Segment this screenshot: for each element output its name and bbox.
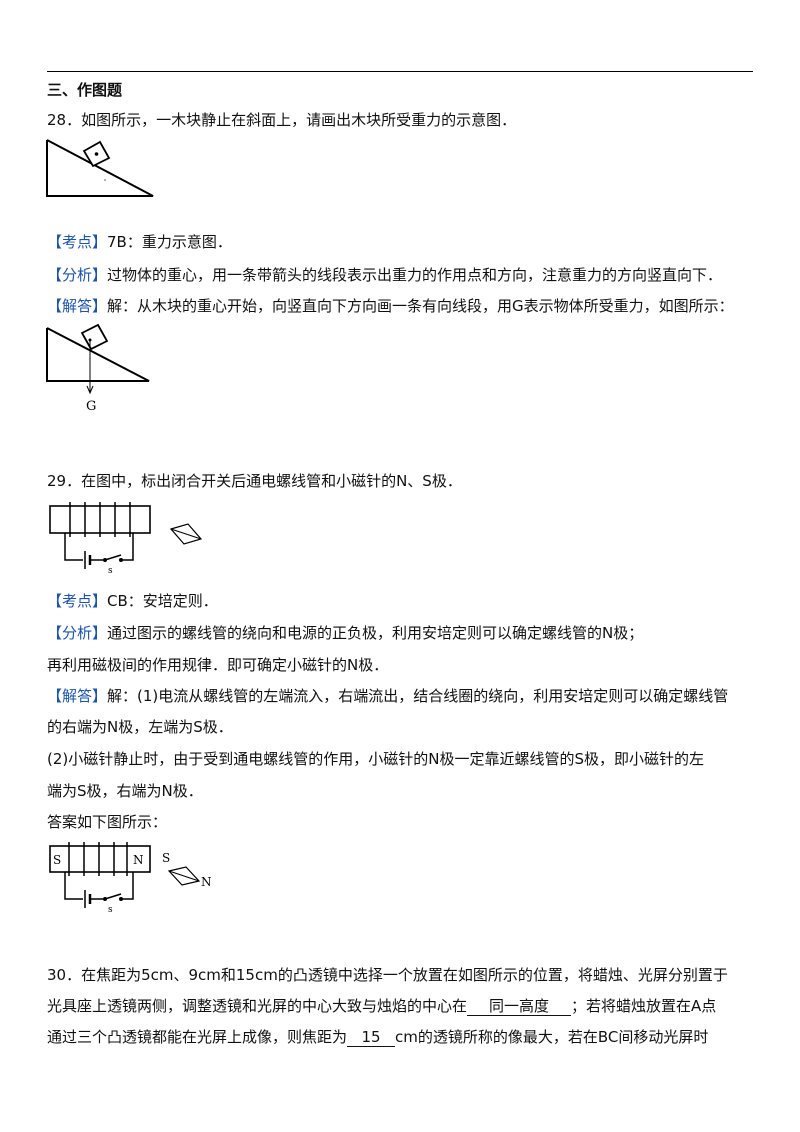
solenoid-n-label: N xyxy=(133,853,144,867)
incline-triangle xyxy=(46,327,150,382)
kaodian-tag: 【考点】 xyxy=(47,233,108,251)
gravity-arrow-head xyxy=(86,385,94,395)
q29-fenxi-1: 【分析】通过图示的螺线管的绕向和电源的正负极，利用安培定则可以确定螺线管的N极； xyxy=(47,624,644,642)
answer-blank-1: 同一高度 xyxy=(467,997,572,1016)
fenxi-tag: 【分析】 xyxy=(47,624,108,642)
q28-incline-figure xyxy=(46,139,154,197)
needle-n-label: N xyxy=(201,875,212,889)
q29-question: 29．在图中，标出闭合开关后通电螺线管和小磁针的N、S极． xyxy=(47,472,462,490)
q28-jieda: 【解答】解：从木块的重心开始，向竖直向下方向画一条有向线段，用G表示物体所受重力… xyxy=(47,297,734,315)
q29-jieda-3: (2)小磁针静止时，由于受到通电螺线管的作用，小磁针的N极一定靠近螺线管的S极，… xyxy=(47,750,704,768)
wood-block xyxy=(80,323,109,351)
jieda-tag: 【解答】 xyxy=(47,297,108,315)
dot-mark xyxy=(104,179,106,181)
section-title: 三、作图题 xyxy=(47,81,123,99)
fenxi-tag: 【分析】 xyxy=(47,266,108,284)
switch-arm xyxy=(104,554,122,561)
q30-line-2: 光具座上透镜两侧，调整透镜和光屏的中心大致与烛焰的中心在同一高度；若将蜡烛放置在… xyxy=(47,997,717,1016)
solenoid-body xyxy=(49,845,151,873)
q29-jieda-1: 【解答】解：(1)电流从螺线管的左端流入，右端流出，结合线圈的绕向，利用安培定则… xyxy=(47,687,729,705)
q30-line-1: 30．在焦距为5cm、9cm和15cm的凸透镜中选择一个放置在如图所示的位置，将… xyxy=(47,966,728,984)
solenoid-s-label: S xyxy=(53,853,61,867)
switch-label: s xyxy=(108,905,113,915)
q29-jieda-2: 的右端为N极，左端为S极． xyxy=(47,718,233,736)
circuit-wire xyxy=(64,533,83,561)
q29-fenxi-2: 再利用磁极间的作用规律．即可确定小磁针的N极． xyxy=(47,656,389,674)
q29-jieda-4: 端为S极，右端为N极． xyxy=(47,782,203,800)
q28-kaodian: 【考点】7B：重力示意图． xyxy=(47,233,232,251)
block-center xyxy=(94,152,99,156)
switch-arm xyxy=(104,893,122,900)
q29-answer-figure: S N s S N xyxy=(49,842,212,915)
header-rule xyxy=(47,71,753,72)
answer-blank-2: 15 xyxy=(347,1028,396,1047)
kaodian-tag: 【考点】 xyxy=(47,592,108,610)
q28-answer-figure: G xyxy=(46,323,150,414)
block-center xyxy=(88,338,92,342)
q28-fenxi: 【分析】过物体的重心，用一条带箭头的线段表示出重力的作用点和方向，注意重力的方向… xyxy=(47,266,723,284)
q29-solenoid-figure: s xyxy=(49,502,203,576)
circuit-wire xyxy=(64,872,83,900)
jieda-tag: 【解答】 xyxy=(47,687,108,705)
gravity-label: G xyxy=(86,399,96,414)
q28-question: 28．如图所示，一木块静止在斜面上，请画出木块所受重力的示意图． xyxy=(47,111,517,129)
q29-answer-intro: 答案如下图所示： xyxy=(47,813,168,831)
q29-kaodian: 【考点】CB：安培定则． xyxy=(47,592,218,610)
needle-s-label: S xyxy=(162,851,170,865)
incline-triangle xyxy=(46,139,154,197)
switch-label: s xyxy=(108,566,113,576)
